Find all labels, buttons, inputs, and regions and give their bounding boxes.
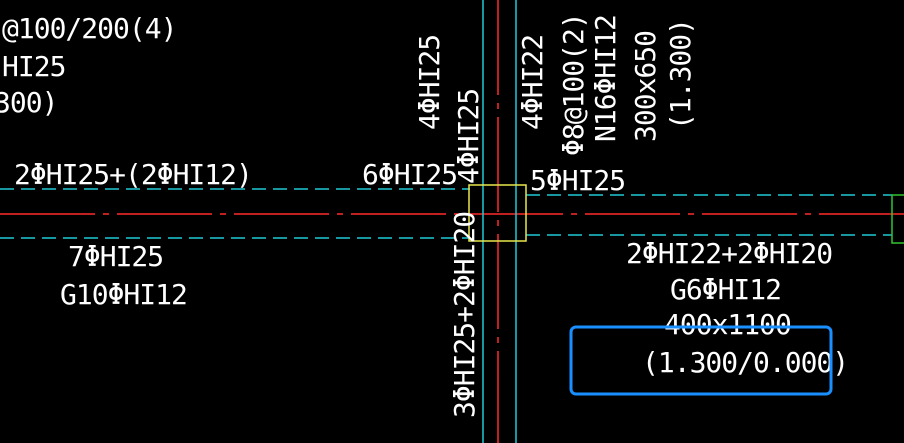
right-column-outline[interactable] [891,194,904,244]
horizontal-beam[interactable] [0,188,904,239]
vertical-beam[interactable] [482,0,517,443]
top-left-line2: HI25 [2,50,65,83]
vertical-beam-top-annotation[interactable]: 4ΦHI25 4ΦHI25 [413,35,485,184]
vertical-beam-top-rebar: 4ΦHI22 [516,35,549,130]
vertical-beam-section: 300x650 [629,31,662,142]
selection-highlight-box[interactable] [569,325,833,396]
vertical-beam-support-rebar-a: 4ΦHI25 [413,35,446,130]
vertical-beam-bottom-rebar: 3ΦHI25+2ΦHI20 [448,212,481,418]
vertical-beam-bottom-annotation[interactable]: 3ΦHI25+2ΦHI20 [448,212,481,418]
right-beam-support-rebar: 5ΦHI25 [530,164,625,197]
vertical-beam-info[interactable]: 4ΦHI22 Φ8@100(2) N16ΦHI12 300x650 (1.300… [516,13,697,156]
top-left-annotation[interactable]: @100/200(4) HI25 300) [0,12,177,119]
left-beam-annotation[interactable]: 2ΦHI25+(2ΦHI12) 6ΦHI25 7ΦHI25 G10ΦHI12 [14,158,458,311]
vertical-beam-support-rebar-b: 4ΦHI25 [452,89,485,184]
right-beam-elevation: (1.300/0.000) [642,346,848,379]
right-beam-annotation[interactable]: 5ΦHI25 2ΦHI22+2ΦHI20 G6ΦHI12 400x1100 (1… [530,164,849,379]
right-beam-section: 400x1100 [664,308,791,341]
top-left-line3: 300) [0,86,57,119]
vertical-beam-stirrup: Φ8@100(2) [557,13,590,156]
right-beam-side-rebar: G6ΦHI12 [670,273,781,306]
vertical-beam-elevation: (1.300) [664,19,697,130]
left-beam-side-rebar: G10ΦHI12 [60,278,187,311]
vertical-beam-side-rebar: N16ΦHI12 [589,15,622,142]
column-outline[interactable] [468,184,527,242]
top-left-line1: @100/200(4) [2,12,176,45]
left-beam-support-rebar: 6ΦHI25 [362,158,457,191]
left-beam-top-rebar: 2ΦHI25+(2ΦHI12) [14,158,252,191]
left-beam-bottom-rebar: 7ΦHI25 [68,240,163,273]
right-beam-bottom-rebar: 2ΦHI22+2ΦHI20 [626,237,832,270]
